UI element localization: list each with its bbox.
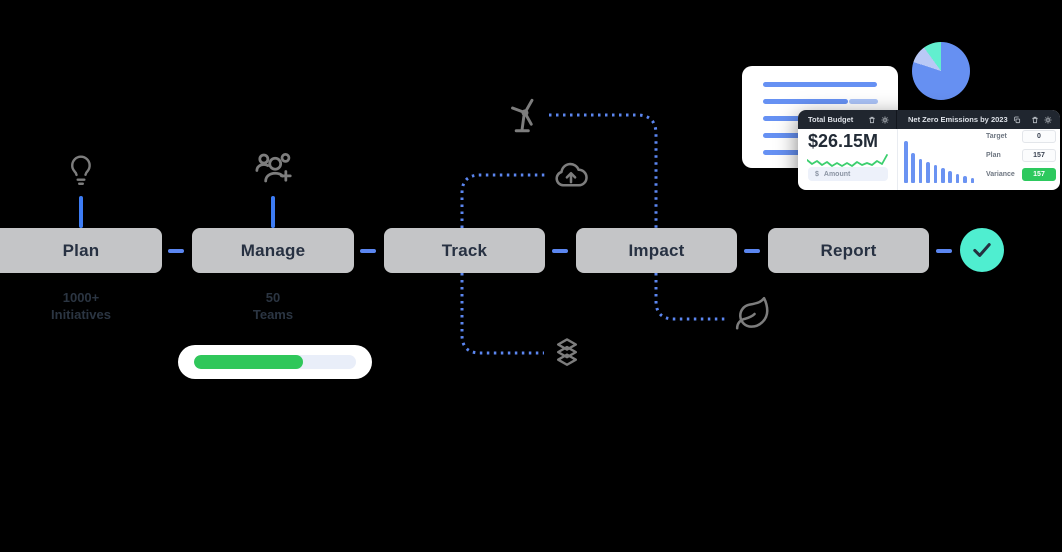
connector-impact-to-leaf — [654, 273, 727, 321]
stage-report-label: Report — [820, 240, 877, 260]
layers-icon — [546, 335, 588, 373]
manage-icon-connector — [271, 196, 275, 228]
plan-icon-connector — [79, 196, 83, 228]
trash-icon[interactable] — [868, 116, 876, 124]
connector-dash — [744, 249, 760, 253]
emissions-bar — [963, 176, 967, 183]
stage-manage: Manage — [192, 228, 354, 273]
emissions-bar — [940, 168, 945, 183]
stage-impact-label: Impact — [628, 240, 685, 260]
document-text-line — [763, 99, 878, 104]
leaf-icon — [733, 295, 773, 333]
manage-stat-value: 50 — [265, 290, 281, 305]
cloud-upload-icon — [548, 156, 594, 194]
document-text-line — [763, 82, 878, 87]
copy-icon[interactable] — [1013, 116, 1021, 124]
team-add-icon — [249, 148, 297, 192]
connector-dash — [360, 249, 376, 253]
stage-plan-label: Plan — [62, 240, 100, 260]
wind-turbine-icon — [503, 92, 547, 138]
budget-sparkline — [807, 154, 888, 167]
manage-stat-label: Teams — [252, 307, 294, 322]
emissions-bars — [904, 141, 975, 183]
budget-title: Total Budget — [808, 115, 854, 124]
total-budget-value: $26.15M — [808, 131, 879, 151]
emissions-header-tab: Net Zero Emissions by 2023 — [897, 110, 1060, 129]
plan-stat-value: 1000+ — [62, 290, 100, 305]
lightbulb-icon — [63, 150, 99, 192]
manage-stat: 50 Teams — [208, 289, 338, 323]
field-row-variance: Variance 157 — [986, 168, 1056, 181]
field-row-target: Target 0 — [986, 130, 1056, 143]
plan-input[interactable]: 157 — [1022, 149, 1056, 162]
amount-input[interactable]: $ Amount — [808, 167, 888, 181]
pie-chart — [912, 42, 970, 100]
currency-prefix: $ — [815, 170, 819, 178]
stage-report: Report — [768, 228, 929, 273]
emissions-bar — [904, 141, 908, 183]
dashboard-header: Total Budget Net Zero Emissions by 2023 — [798, 110, 1060, 129]
emissions-bar — [955, 174, 960, 183]
gear-icon[interactable] — [881, 116, 889, 124]
variance-badge[interactable]: 157 — [1022, 168, 1056, 181]
emissions-bar — [948, 171, 952, 183]
connector-dash — [936, 249, 952, 253]
plan-stat-label: Initiatives — [51, 307, 111, 322]
field-row-plan: Plan 157 — [986, 149, 1056, 162]
stage-track: Track — [384, 228, 545, 273]
variance-label: Variance — [986, 171, 1015, 178]
emissions-bar — [970, 178, 975, 183]
emissions-fields: Target 0 Plan 157 Variance 157 — [986, 130, 1056, 181]
completion-badge — [960, 228, 1004, 272]
dashboard-card: Total Budget Net Zero Emissions by 2023 — [798, 110, 1060, 190]
target-label: Target — [986, 133, 1007, 140]
check-icon — [973, 243, 991, 257]
emissions-bar — [918, 159, 923, 183]
progress-card — [178, 345, 372, 379]
target-input[interactable]: 0 — [1022, 130, 1056, 143]
stage-track-label: Track — [441, 240, 488, 260]
connector-track-to-layers — [460, 273, 544, 355]
emissions-bar — [911, 153, 915, 183]
connector-dash — [552, 249, 568, 253]
stage-manage-label: Manage — [240, 240, 306, 260]
trash-icon[interactable] — [1031, 116, 1039, 124]
connector-dash — [168, 249, 184, 253]
emissions-bar — [933, 165, 938, 183]
budget-header-tab: Total Budget — [798, 110, 897, 129]
plan-stat: 1000+ Initiatives — [16, 289, 146, 323]
stage-impact: Impact — [576, 228, 737, 273]
progress-fill — [194, 355, 303, 369]
amount-placeholder: Amount — [823, 170, 851, 178]
progress-track — [194, 355, 356, 369]
panel-divider — [897, 129, 898, 190]
emissions-bar — [926, 162, 930, 183]
stage-plan: Plan — [0, 228, 162, 273]
emissions-title: Net Zero Emissions by 2023 — [908, 115, 1008, 124]
connector-track-to-cloud — [460, 173, 547, 228]
plan-label: Plan — [986, 152, 1001, 159]
gear-icon[interactable] — [1044, 116, 1052, 124]
